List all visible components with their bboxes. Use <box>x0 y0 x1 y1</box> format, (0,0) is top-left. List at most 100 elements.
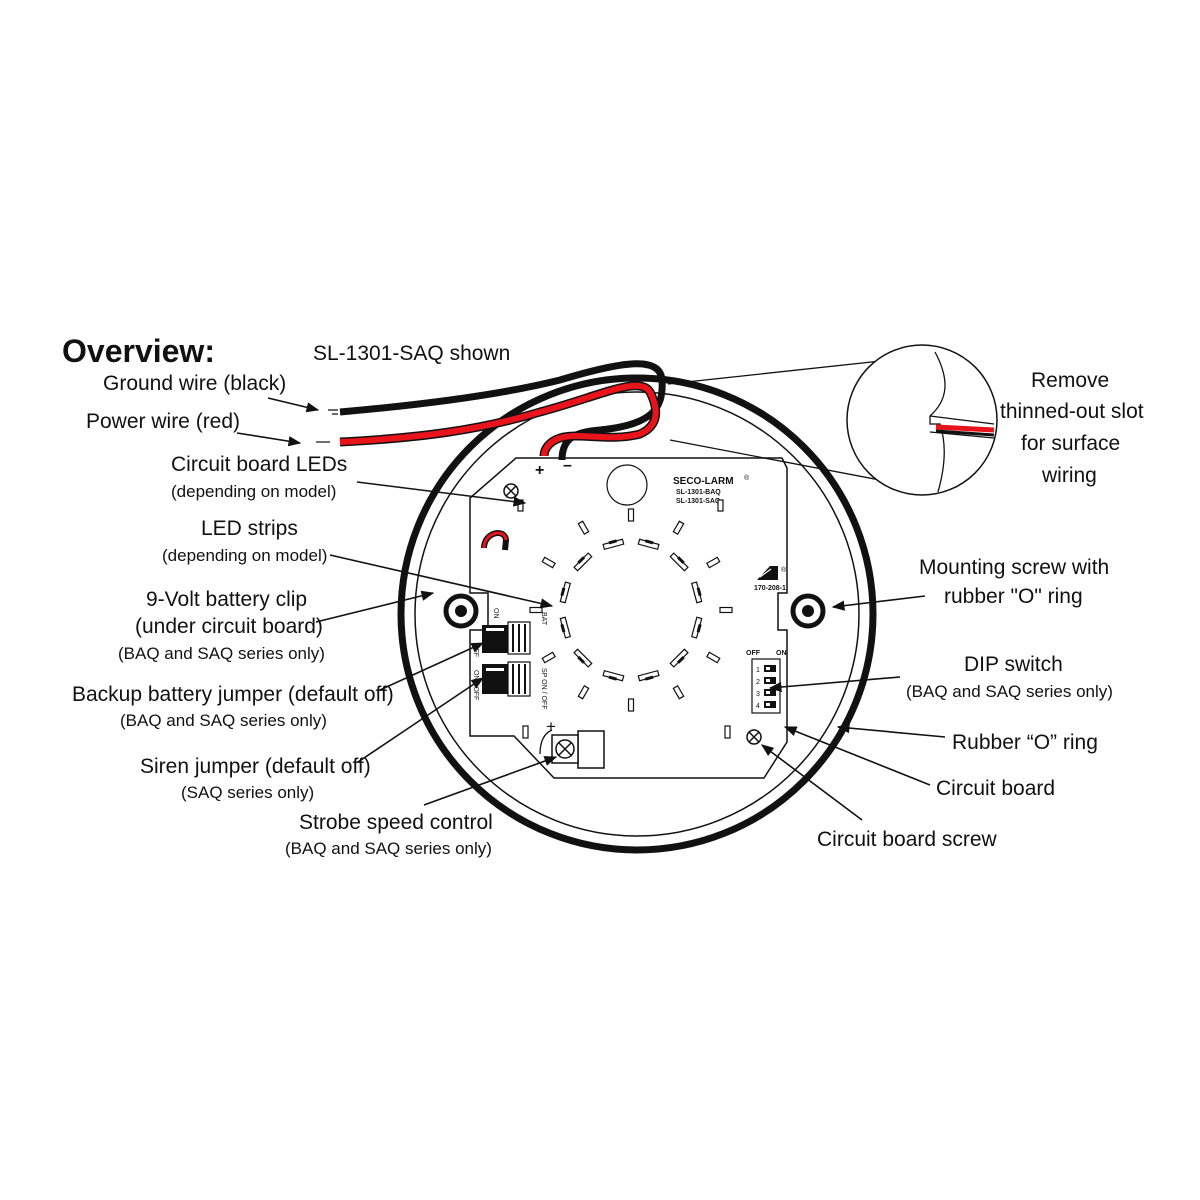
led-pad-11 <box>541 556 556 569</box>
inset-red-wire <box>935 424 995 433</box>
label-battery-clip-sub: (BAQ and SAQ series only) <box>118 644 325 663</box>
mounting-screw-left <box>443 593 479 629</box>
arrow-ground-wire <box>267 397 320 413</box>
led-pad-6 <box>672 685 685 700</box>
led-strip-chip-2 <box>676 556 685 565</box>
label-mounting-screw-1: Mounting screw with <box>919 556 1109 579</box>
dip-number-2: 2 <box>756 679 760 686</box>
model-1-text: SL-1301-BAQ <box>676 489 721 496</box>
label-backup-jumper: Backup battery jumper (default off) <box>72 683 394 706</box>
led-pad-3 <box>706 556 721 569</box>
pointer-arrows <box>236 397 946 821</box>
minus-terminal-label: – <box>563 457 572 474</box>
arrow-circuit-board <box>783 726 931 786</box>
led-pad-1 <box>627 508 635 522</box>
strobe-pad-right <box>724 725 731 739</box>
arrow-strobe-control <box>423 756 558 806</box>
brand-text: SECO-LARM <box>673 476 734 487</box>
label-remove-2: thinned-out slot <box>1000 400 1144 423</box>
label-circuit-board: Circuit board <box>936 777 1055 800</box>
logo-registered-mark: ® <box>781 566 787 574</box>
led-strip-chip-6 <box>644 675 654 681</box>
plus-terminal-label: + <box>535 462 544 479</box>
led-strip-chip-9 <box>560 623 566 633</box>
dip-switch: OFF ON 1 2 3 4 <box>746 650 787 714</box>
led-strip-chip-10 <box>560 587 566 597</box>
led-pad-8 <box>577 685 590 700</box>
label-remove-4: wiring <box>1041 464 1097 487</box>
dip-off-label: OFF <box>746 650 761 657</box>
led-pad-5 <box>706 651 721 664</box>
ground-wire-black <box>339 360 666 461</box>
label-battery-clip-2: (under circuit board) <box>135 615 323 638</box>
led-strip-chip-12 <box>608 539 618 545</box>
rubber-o-ring <box>414 391 860 837</box>
strobe-speed-control: + <box>539 717 605 769</box>
siren-jumper <box>482 661 531 697</box>
label-backup-jumper-sub: (BAQ and SAQ series only) <box>120 711 327 730</box>
label-mounting-screw-2: rubber "O" ring <box>944 585 1083 608</box>
arrow-backup-jumper <box>379 642 485 691</box>
board-screw-right <box>746 729 762 745</box>
buzzer-circle <box>606 464 648 506</box>
circuit-board-outline <box>469 457 788 779</box>
sp-on-off-text: SP ON / OFF <box>540 668 547 710</box>
led-pad-12 <box>577 520 590 535</box>
arrow-power-wire <box>236 432 302 447</box>
label-siren-jumper: Siren jumper (default off) <box>140 755 371 778</box>
board-branding: SECO-LARM ® SL-1301-BAQ SL-1301-SAQ <box>673 474 750 505</box>
label-siren-jumper-sub: (SAQ series only) <box>181 783 314 802</box>
led-strip-ring <box>529 508 733 712</box>
power-wire-red-core <box>339 382 659 457</box>
label-battery-clip-1: 9-Volt battery clip <box>146 588 307 611</box>
label-circuit-leds: Circuit board LEDs <box>171 453 347 476</box>
arrow-dip-switch <box>768 676 901 693</box>
manufacturer-logo: ® <box>757 566 787 580</box>
label-circuit-board-screw: Circuit board screw <box>817 828 998 851</box>
label-rubber-ring: Rubber “O” ring <box>952 731 1098 754</box>
model-2-text: SL-1301-SAQ <box>676 498 721 505</box>
outer-housing-ring <box>397 374 877 854</box>
strobe-plus-text: + <box>546 717 556 736</box>
mounting-screw-right <box>790 593 826 629</box>
dip-on-label: ON <box>776 650 787 657</box>
dip-number-1: 1 <box>756 667 760 674</box>
arrow-rubber-ring <box>836 722 946 738</box>
led-pad-9 <box>541 651 556 664</box>
label-strobe-control: Strobe speed control <box>299 811 493 834</box>
dip-number-3: 3 <box>756 691 760 698</box>
arrow-mounting-screw <box>831 595 926 611</box>
label-led-strips: LED strips <box>201 517 298 540</box>
arrow-circuit-leds <box>356 481 527 507</box>
ground-wire-stripped-end <box>328 409 338 415</box>
overview-title: Overview: <box>62 333 215 369</box>
inset-black-wire <box>935 429 995 437</box>
dip-number-4: 4 <box>756 703 760 710</box>
lead-wires <box>316 360 666 461</box>
label-led-strips-sub: (depending on model) <box>162 546 327 565</box>
dip-toggle-knob-1 <box>766 667 770 670</box>
backup-battery-jumper <box>482 621 531 655</box>
label-remove-1: Remove <box>1031 369 1109 392</box>
label-power-wire: Power wire (red) <box>86 410 240 433</box>
registered-mark: ® <box>744 474 750 482</box>
dip-toggle-knob-2 <box>766 679 770 682</box>
dip-switch-rows: 1 2 3 4 <box>756 665 776 710</box>
led-strip-chip-11 <box>577 556 586 565</box>
arrow-circuit-board-screw <box>760 744 863 821</box>
device-housing <box>397 374 877 854</box>
led-strip-chip-7 <box>608 675 618 681</box>
led-strip-chip-1 <box>644 539 654 545</box>
label-ground-wire: Ground wire (black) <box>103 372 286 395</box>
led-strip-chip-5 <box>676 655 685 664</box>
label-dip-switch-sub: (BAQ and SAQ series only) <box>906 682 1113 701</box>
led-strip-chip-3 <box>696 587 702 597</box>
arrow-siren-jumper <box>357 677 485 763</box>
label-strobe-control-sub: (BAQ and SAQ series only) <box>285 839 492 858</box>
bat-text: BAT <box>540 612 547 626</box>
strobe-pad-left <box>522 725 529 739</box>
led-pad-4 <box>719 606 733 614</box>
circuit-led-2 <box>717 499 724 512</box>
label-remove-3: for surface <box>1021 432 1120 455</box>
